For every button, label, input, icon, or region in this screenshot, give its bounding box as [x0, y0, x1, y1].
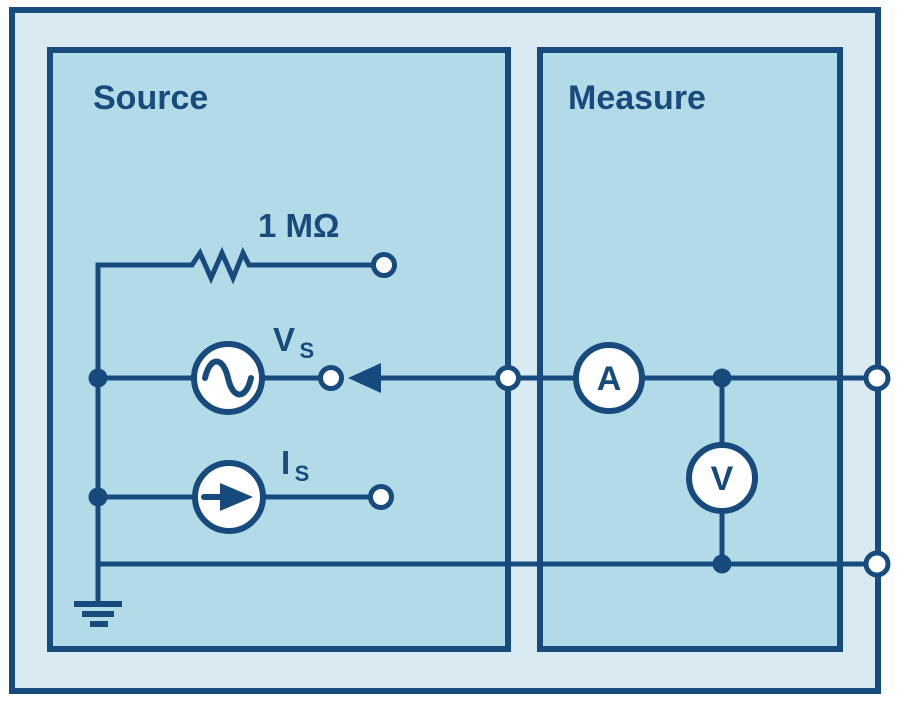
junction-dot — [88, 487, 108, 507]
measure-box — [537, 47, 843, 652]
ammeter-label: A — [597, 360, 622, 398]
voltmeter-label: V — [711, 460, 734, 498]
resistor-terminal — [371, 252, 397, 278]
ground-icon — [74, 601, 122, 627]
arrow-right-icon — [220, 483, 253, 511]
voltage-source-symbol — [191, 341, 265, 415]
voltmeter-circle — [686, 442, 758, 514]
junction-dot — [712, 554, 732, 574]
current-source-symbol — [192, 460, 266, 534]
ammeter-symbol: A — [573, 342, 645, 414]
voltage-source-label: V S — [273, 321, 314, 363]
resistor-value-label: 1 MΩ — [258, 207, 339, 244]
sine-wave-icon — [202, 358, 254, 398]
front-panel-high-terminal — [863, 364, 891, 392]
measure-box-title: Measure — [568, 79, 706, 117]
voltmeter-symbol: V — [686, 442, 758, 514]
current-source-terminal — [368, 484, 394, 510]
ammeter-circle — [573, 342, 645, 414]
source-box-title: Source — [93, 79, 208, 117]
current-source-label: I S — [281, 444, 309, 486]
source-box — [47, 47, 511, 652]
front-panel-low-terminal — [863, 550, 891, 578]
source-output-terminal — [495, 365, 521, 391]
junction-dot — [88, 368, 108, 388]
voltage-source-terminal — [318, 365, 344, 391]
junction-dot — [712, 368, 732, 388]
resistor-branch-wire — [95, 246, 384, 601]
arrow-left-icon — [348, 363, 381, 393]
